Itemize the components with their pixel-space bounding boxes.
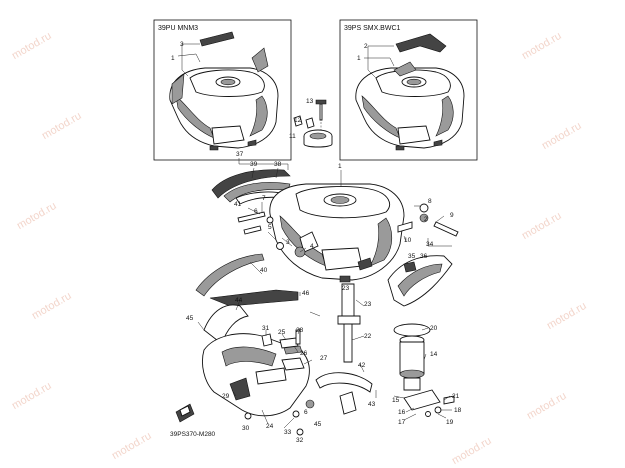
callout-15: 15 <box>392 397 400 404</box>
callout-41: 41 <box>234 201 242 208</box>
inset-frame <box>153 19 292 161</box>
callout-34: 34 <box>426 241 434 248</box>
inset-39ps: 39PS SMX.BWC1 1 2 <box>339 19 478 161</box>
inset-fuel-tank <box>169 67 279 151</box>
fuel-sensor <box>403 389 455 417</box>
callout-5: 5 <box>268 224 272 231</box>
main-exploded-view: 1 12 13 11 37 39 38 41 6 7 5 3 4 8 2 9 1… <box>170 98 462 444</box>
leader-lines <box>197 158 452 429</box>
callout-1: 1 <box>338 163 342 170</box>
callout-43: 43 <box>368 401 376 408</box>
fuel-cap-assembly <box>293 99 333 148</box>
callout-36: 36 <box>420 253 428 260</box>
side-cover-44 <box>203 304 249 345</box>
callout-35: 35 <box>408 253 416 260</box>
side-cover-34 <box>387 255 453 307</box>
decal-40 <box>195 253 265 297</box>
inset-decal <box>199 31 235 47</box>
breather-hose <box>337 283 361 363</box>
callout-46: 46 <box>302 290 310 297</box>
lower-hardware <box>244 399 315 436</box>
callout-32: 32 <box>296 437 304 444</box>
callout-19: 19 <box>446 419 454 426</box>
callout-17: 17 <box>398 419 406 426</box>
callout-label: 2 <box>364 43 368 50</box>
decal-set-37 <box>211 169 291 205</box>
fuel-pump <box>393 323 431 391</box>
callout-33: 33 <box>284 429 292 436</box>
trim-46 <box>209 289 299 307</box>
callout-6: 6 <box>254 208 258 215</box>
callout-28: 28 <box>296 327 304 334</box>
callout-9: 9 <box>450 212 454 219</box>
callout-13: 13 <box>306 98 314 105</box>
callout-11: 11 <box>289 133 296 140</box>
front-arrow-icon <box>175 403 195 423</box>
callout-24: 24 <box>266 423 274 430</box>
callout-23b: 23 <box>364 301 372 308</box>
inset-decal <box>393 61 417 77</box>
callout-2: 2 <box>424 216 428 223</box>
callout-22: 22 <box>364 333 372 340</box>
inset-title: 39PS SMX.BWC1 <box>344 25 401 32</box>
main-fuel-tank <box>269 183 405 283</box>
inset-title: 39PU MNM3 <box>158 25 198 32</box>
callout-16: 16 <box>398 409 406 416</box>
callout-label: 1 <box>357 55 361 62</box>
callout-45b: 45 <box>314 421 322 428</box>
callout-39: 39 <box>250 161 258 168</box>
callout-26: 26 <box>300 350 308 357</box>
hose-clamp <box>339 391 357 415</box>
callout-7: 7 <box>262 195 266 202</box>
inset-frame <box>339 19 478 161</box>
callout-29: 29 <box>222 393 230 400</box>
callout-44: 44 <box>235 297 243 304</box>
mounting-bolts <box>237 203 459 258</box>
callout-42: 42 <box>358 362 366 369</box>
callout-12: 12 <box>294 117 302 124</box>
small-hardware <box>261 329 305 371</box>
callout-27: 27 <box>320 355 328 362</box>
inset-decal <box>171 73 185 105</box>
callout-38: 38 <box>274 161 282 168</box>
callout-8: 8 <box>428 198 432 205</box>
inset-decal <box>251 47 269 73</box>
callout-23: 23 <box>342 285 350 292</box>
callout-21: 21 <box>452 393 460 400</box>
diagram-code: 39PS370-M280 <box>170 431 216 438</box>
callout-label: 3 <box>180 41 184 48</box>
callout-14: 14 <box>430 351 438 358</box>
callout-40: 40 <box>260 267 268 274</box>
callout-6b: 6 <box>304 409 308 416</box>
callout-labels: 1 12 13 11 37 39 38 41 6 7 5 3 4 8 2 9 1… <box>186 98 462 444</box>
inset-39pu: 39PU MNM3 1 3 <box>153 19 292 161</box>
callout-20: 20 <box>430 325 438 332</box>
callout-3: 3 <box>286 239 290 246</box>
callout-45: 45 <box>186 315 194 322</box>
inset-decal <box>395 33 447 53</box>
callout-31: 31 <box>262 325 270 332</box>
callout-4: 4 <box>310 243 314 250</box>
inset-fuel-tank <box>355 67 465 151</box>
fuel-hose <box>315 372 373 393</box>
callout-30: 30 <box>242 425 250 432</box>
callout-25: 25 <box>278 329 286 336</box>
callout-18: 18 <box>454 407 462 414</box>
callout-10: 10 <box>404 237 412 244</box>
callout-37: 37 <box>236 151 244 158</box>
callout-label: 1 <box>171 55 175 62</box>
